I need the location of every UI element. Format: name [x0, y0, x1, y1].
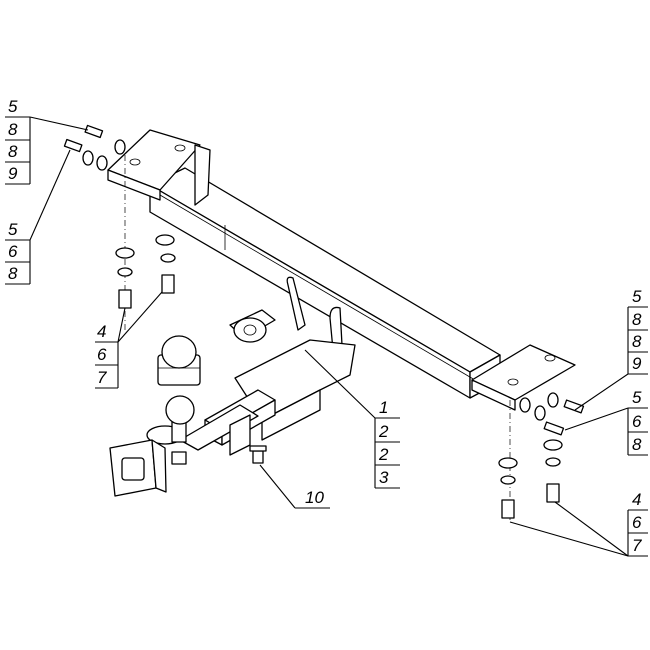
- callout-label: 5: [8, 97, 18, 116]
- callout-right-b: 5 6 8: [564, 388, 648, 456]
- callout-right-c: 4 6 7: [509, 490, 648, 557]
- receiver-cover: [109, 439, 167, 497]
- drawbar: [179, 389, 276, 456]
- callout-label: 4: [97, 322, 106, 341]
- callout-label: 4: [632, 490, 641, 509]
- callout-label: 5: [8, 220, 18, 239]
- bolt-10: [249, 445, 267, 464]
- callout-label: 7: [97, 368, 107, 387]
- ball-cap: [157, 335, 201, 386]
- tow-ball: [146, 395, 195, 465]
- callout-left-c: 4 6 7: [95, 291, 163, 389]
- callout-label: 6: [632, 513, 642, 532]
- callout-label: 2: [378, 445, 389, 464]
- callout-label: 7: [632, 536, 642, 555]
- callout-label: 5: [632, 287, 642, 306]
- callout-label: 2: [378, 422, 389, 441]
- callout-label: 6: [632, 412, 642, 431]
- callout-label: 8: [632, 310, 642, 329]
- callout-label: 8: [8, 264, 18, 283]
- callout-label: 6: [8, 242, 18, 261]
- callout-right-a: 5 8 8 9: [574, 287, 648, 411]
- callout-label: 10: [305, 488, 324, 507]
- right-mounting-bracket: [471, 344, 576, 411]
- callout-label: 5: [632, 388, 642, 407]
- callout-label: 8: [632, 332, 642, 351]
- callout-label: 3: [379, 468, 389, 487]
- callout-bottom-center: 10: [259, 464, 330, 509]
- left-mounting-bracket: [107, 129, 211, 206]
- right-fasteners: [498, 392, 585, 520]
- callout-top-left-a: 5 8 8 9: [5, 97, 89, 185]
- callout-left-b: 5 6 8: [5, 149, 71, 285]
- callout-label: 9: [632, 354, 642, 373]
- callout-label: 1: [379, 398, 388, 417]
- callout-label: 6: [97, 345, 107, 364]
- callout-label: 8: [632, 435, 642, 454]
- socket-plate: [229, 309, 276, 343]
- left-fasteners: [63, 124, 176, 330]
- callout-center: 1 2 2 3: [304, 349, 400, 489]
- callout-label: 9: [8, 164, 18, 183]
- callout-label: 8: [8, 142, 18, 161]
- callout-label: 8: [8, 120, 18, 139]
